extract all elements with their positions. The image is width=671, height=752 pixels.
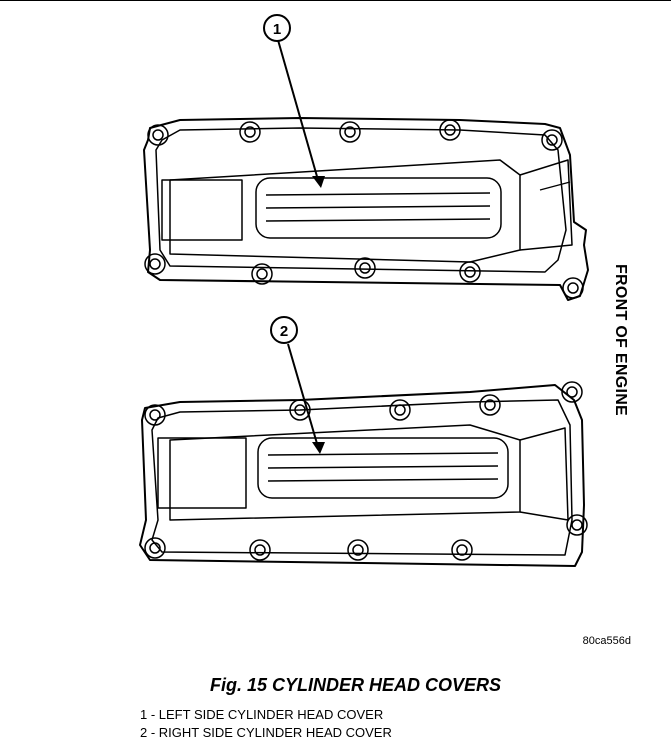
callout-2-arrowhead [312,442,325,454]
cylinder-head-covers-illustration: 1 2 [139,14,589,567]
figure-legend: 1 - LEFT SIDE CYLINDER HEAD COVER 2 - RI… [140,706,392,742]
callout-1-circle [263,14,291,42]
legend-item: 1 - LEFT SIDE CYLINDER HEAD COVER [140,707,384,722]
right-side-cover [139,384,585,567]
callout-1-leader [277,39,319,181]
callout-2-number: 2 [280,323,288,340]
legend-item: 2 - RIGHT SIDE CYLINDER HEAD COVER [140,725,392,740]
figure-caption: Fig. 15 CYLINDER HEAD COVERS [209,675,502,695]
left-side-cover [143,117,589,301]
callout-1-arrowhead [312,176,325,188]
callout-1-number: 1 [273,21,281,38]
callout-2-leader [287,343,319,448]
cover-bolts [144,119,588,561]
front-of-engine-label: FRONT OF ENGINE [612,263,629,417]
top-rule [0,0,671,1]
image-code: 80ca556d [582,635,631,647]
callout-2-circle [270,316,298,344]
